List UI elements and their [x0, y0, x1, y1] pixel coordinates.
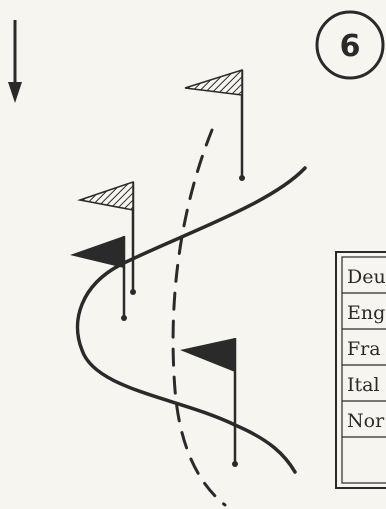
step-number-badge: 6	[317, 12, 383, 78]
flag-left-upper	[80, 182, 136, 295]
arrow-down-icon	[8, 20, 22, 103]
language-table: Deu Eng Fra Ital Nor	[336, 252, 386, 488]
table-row-ital: Ital	[347, 374, 380, 396]
table-row-eng: Eng	[347, 302, 385, 324]
solid-ski-track	[78, 168, 305, 472]
table-row-fra: Fra	[347, 338, 381, 360]
step-number: 6	[340, 29, 361, 64]
table-row-deu: Deu	[347, 266, 386, 288]
flag-top-right	[185, 70, 245, 181]
flag-right-lower	[180, 338, 238, 467]
dashed-ski-track	[173, 130, 225, 505]
table-row-nor: Nor	[347, 410, 385, 432]
